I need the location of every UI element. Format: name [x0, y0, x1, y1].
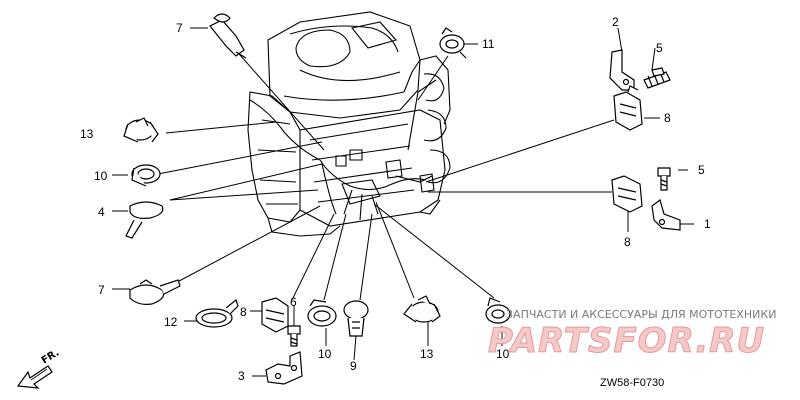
- callout-3: 3: [238, 369, 245, 383]
- part-8-clamp-right: [613, 85, 643, 131]
- part-5-bolt-top: [643, 67, 671, 89]
- callout-11: 11: [482, 37, 495, 51]
- part-9-cable-clip: [343, 300, 369, 337]
- callout-5-mid: 5: [698, 163, 705, 177]
- callout-5-top: 5: [656, 41, 663, 55]
- callout-7-top: 7: [176, 21, 183, 35]
- diagram-code: ZW58-F0730: [600, 377, 664, 389]
- callout-10-bottom: 10: [318, 347, 332, 361]
- callout-10-right: 10: [496, 347, 510, 361]
- callout-6: 6: [290, 295, 297, 309]
- callout-2: 2: [612, 15, 619, 29]
- callout-1: 1: [704, 217, 711, 231]
- part-11-grommet-clamp: [439, 27, 467, 59]
- part-5-bolt-mid: [657, 167, 671, 191]
- watermark-brand: PARTSFOR.RU: [488, 321, 765, 361]
- part-3-bracket: [265, 351, 303, 385]
- part-4-cable-tie: [125, 201, 164, 239]
- callout-numbers: 7 11 2 5 8 13 10 4 5 1 8 7 12 8 6 10 9 1…: [80, 15, 711, 383]
- callout-13-bottom: 13: [420, 347, 434, 361]
- callout-7-bottom: 7: [98, 283, 105, 297]
- front-direction-arrow: FR.: [16, 347, 62, 389]
- leader-lines: [112, 27, 694, 377]
- direction-label: FR.: [40, 347, 62, 366]
- callout-4: 4: [98, 205, 105, 219]
- part-7-cable-clip-top: [209, 13, 247, 59]
- part-10-band-clamp-left: [131, 164, 161, 187]
- watermark: ЗАПЧАСТИ И АКСЕССУАРЫ ДЛЯ МОТОТЕХНИКИ PA…: [488, 308, 777, 362]
- callout-8-lower-right: 8: [624, 235, 631, 249]
- part-12-hose-clamp: [195, 298, 239, 328]
- engine-block: [247, 11, 451, 237]
- part-10-band-clamp-bottom: [307, 299, 337, 327]
- callout-8-bottom: 8: [240, 305, 247, 319]
- part-13-band-clamp-bottom: [403, 295, 441, 323]
- part-1-bracket: [651, 198, 681, 231]
- part-8-clamp-lower-right: [611, 175, 643, 213]
- callout-13-left: 13: [80, 127, 94, 141]
- part-2-bracket: [609, 49, 635, 91]
- callout-8-right: 8: [664, 111, 671, 125]
- callout-12: 12: [164, 315, 178, 329]
- part-10-band-clamp-right: [485, 297, 511, 324]
- callout-10-left: 10: [94, 169, 108, 183]
- part-6-bolt: [287, 325, 301, 347]
- callout-9: 9: [350, 359, 357, 373]
- part-13-band-clamp-left: [123, 117, 159, 143]
- watermark-tagline: ЗАПЧАСТИ И АКСЕССУАРЫ ДЛЯ МОТОТЕХНИКИ: [506, 308, 776, 321]
- part-7-cable-clip-bottom: [129, 279, 181, 305]
- part-8-clamp-bottom: [261, 297, 289, 333]
